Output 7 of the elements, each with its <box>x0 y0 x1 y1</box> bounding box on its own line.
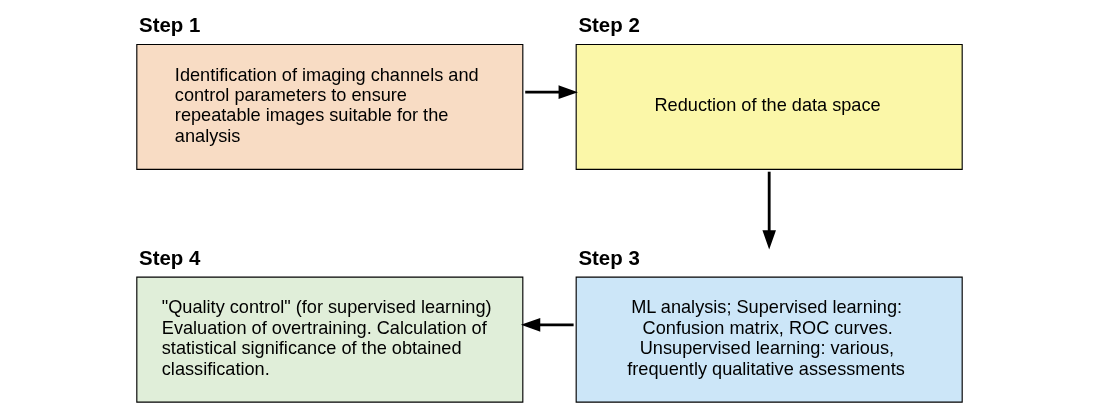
node-label: Step 3 <box>578 247 640 270</box>
node-label: Step 4 <box>139 247 201 270</box>
node-label: Step 1 <box>139 14 201 37</box>
arrow <box>520 318 574 332</box>
arrow <box>762 171 776 250</box>
node-label: Step 2 <box>578 14 640 37</box>
arrow <box>525 85 578 99</box>
